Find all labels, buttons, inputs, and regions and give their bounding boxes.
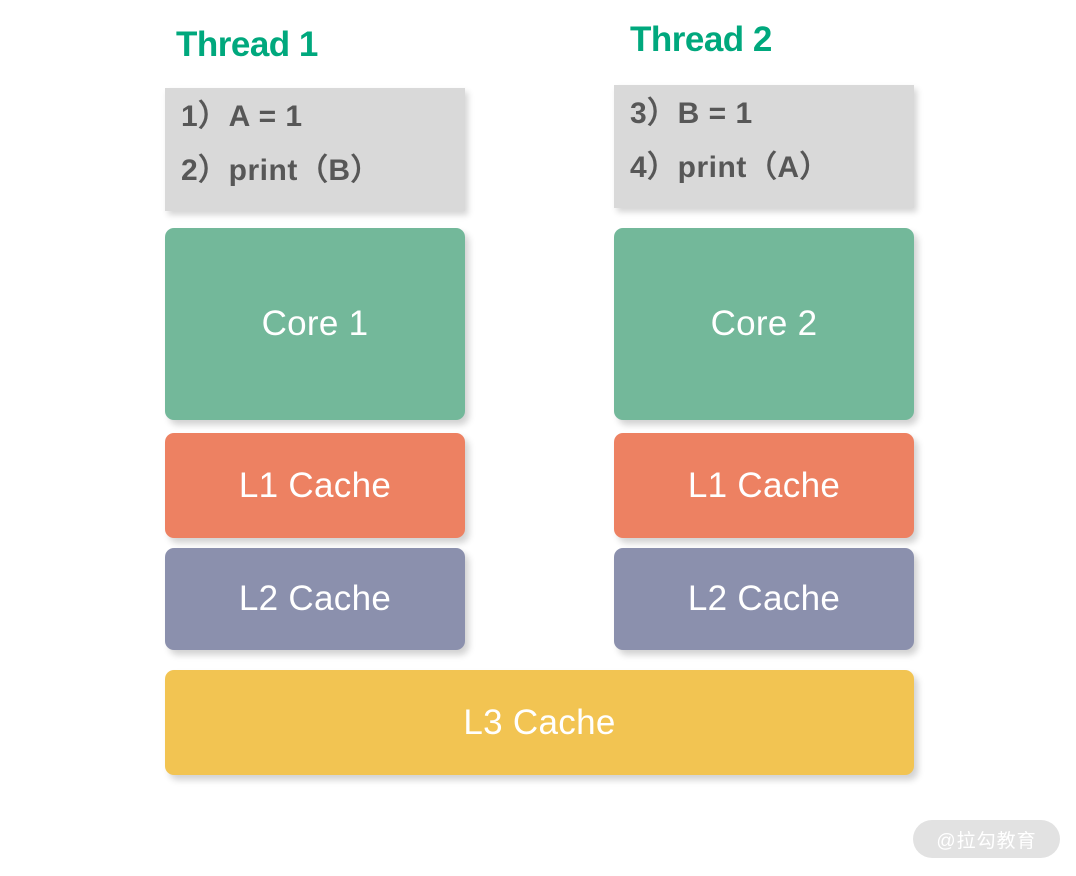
thread-1-code-line-2: 2）print（B） (181, 154, 381, 187)
watermark-badge: @拉勾教育 (913, 820, 1060, 858)
shared-l3-cache-block: L3 Cache (165, 670, 914, 775)
thread-2-code-line-1: 3）B = 1 (630, 97, 753, 130)
core-2-block: Core 2 (614, 228, 914, 420)
thread-1-code-box: 1）A = 1 2）print（B） (165, 88, 465, 211)
core-1-l1-cache-block: L1 Cache (165, 433, 465, 538)
core-1-l2-cache-block: L2 Cache (165, 548, 465, 650)
core-1-block: Core 1 (165, 228, 465, 420)
thread-2-code-line-2: 4）print（A） (630, 151, 830, 184)
thread-1-title: Thread 1 (176, 25, 318, 64)
thread-2-code-box: 3）B = 1 4）print（A） (614, 85, 914, 208)
thread-2-title: Thread 2 (630, 20, 772, 59)
core-2-l2-cache-block: L2 Cache (614, 548, 914, 650)
thread-1-code-line-1: 1）A = 1 (181, 100, 303, 133)
core-2-l1-cache-block: L1 Cache (614, 433, 914, 538)
